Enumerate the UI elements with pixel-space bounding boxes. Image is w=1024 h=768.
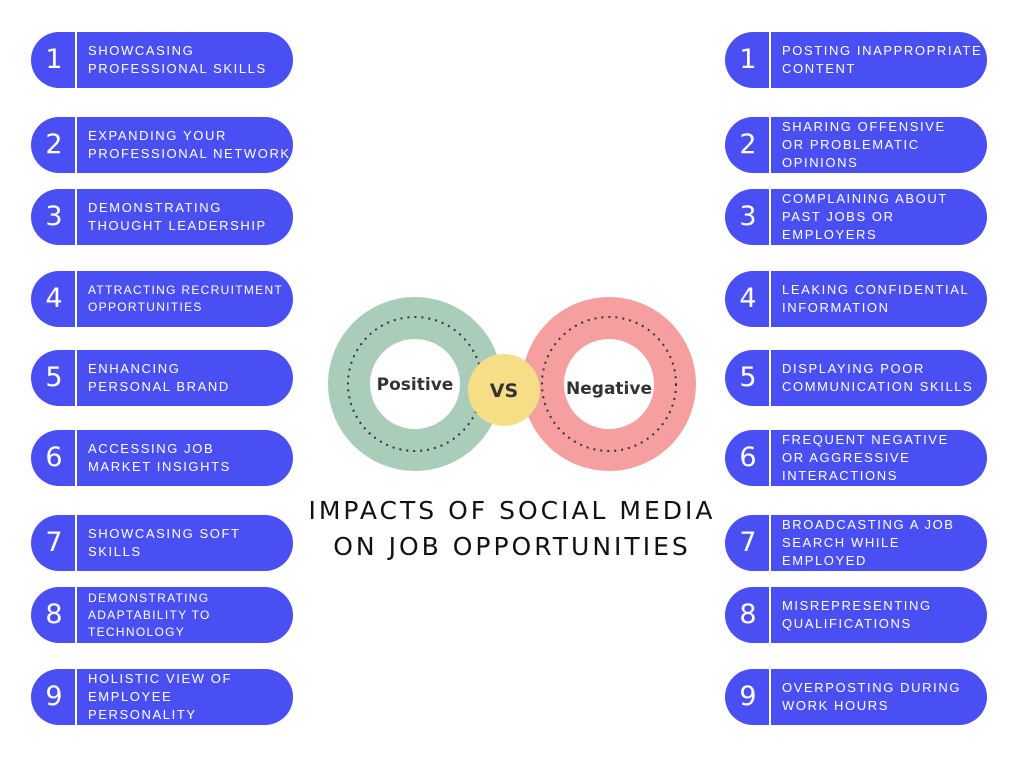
item-text: COMPLAINING ABOUT PAST JOBS OR EMPLOYERS <box>782 191 948 242</box>
positive-item-5: 5 ENHANCING PERSONAL BRAND <box>31 350 293 406</box>
pill-divider <box>769 117 771 173</box>
negative-ring-dotted-line <box>541 316 677 452</box>
item-number: 9 <box>45 681 63 712</box>
infographic-title: IMPACTS OF SOCIAL MEDIA ON JOB OPPORTUNI… <box>308 496 716 561</box>
item-text: FREQUENT NEGATIVE OR AGGRESSIVE INTERACT… <box>782 432 949 483</box>
item-number: 7 <box>45 527 63 558</box>
pill-divider <box>75 32 77 88</box>
positive-item-6: 6 ACCESSING JOB MARKET INSIGHTS <box>31 430 293 486</box>
pill-divider <box>769 669 771 725</box>
pill-divider <box>75 350 77 406</box>
item-text: ENHANCING PERSONAL BRAND <box>88 361 230 394</box>
item-text: EXPANDING YOUR PROFESSIONAL NETWORK <box>88 128 291 161</box>
pill-divider <box>75 669 77 725</box>
item-text: SHOWCASING PROFESSIONAL SKILLS <box>88 43 267 76</box>
pill-divider <box>769 271 771 327</box>
item-number: 1 <box>45 44 63 75</box>
item-number: 5 <box>45 362 63 393</box>
negative-item-8: 8 MISREPRESENTING QUALIFICATIONS <box>725 587 987 643</box>
item-number: 6 <box>45 442 63 473</box>
pill-divider <box>769 350 771 406</box>
item-number: 6 <box>739 442 757 473</box>
negative-item-4: 4 LEAKING CONFIDENTIAL INFORMATION <box>725 271 987 327</box>
item-number: 9 <box>739 681 757 712</box>
positive-vs-negative-rings: Positive Negative VS <box>328 297 696 471</box>
pill-divider <box>75 189 77 245</box>
item-number: 4 <box>45 283 63 314</box>
item-text: OVERPOSTING DURING WORK HOURS <box>782 680 962 713</box>
pill-divider <box>769 587 771 643</box>
vs-label: VS <box>490 380 518 402</box>
item-number: 2 <box>739 129 757 160</box>
positive-item-9: 9 HOLISTIC VIEW OF EMPLOYEE PERSONALITY <box>31 669 293 725</box>
item-number: 2 <box>45 129 63 160</box>
positive-label: Positive <box>377 375 454 395</box>
positive-item-1: 1 SHOWCASING PROFESSIONAL SKILLS <box>31 32 293 88</box>
pill-divider <box>75 587 77 643</box>
item-number: 8 <box>739 599 757 630</box>
item-text: DEMONSTRATING ADAPTABILITY TO TECHNOLOGY <box>88 590 211 639</box>
positive-item-4: 4 ATTRACTING RECRUITMENT OPPORTUNITIES <box>31 271 293 327</box>
item-number: 4 <box>739 283 757 314</box>
pill-divider <box>769 515 771 571</box>
item-text: DISPLAYING POOR COMMUNICATION SKILLS <box>782 361 974 394</box>
negative-item-3: 3 COMPLAINING ABOUT PAST JOBS OR EMPLOYE… <box>725 189 987 245</box>
item-number: 3 <box>45 201 63 232</box>
pill-divider <box>75 430 77 486</box>
item-number: 3 <box>739 201 757 232</box>
item-number: 7 <box>739 527 757 558</box>
item-number: 5 <box>739 362 757 393</box>
positive-item-2: 2 EXPANDING YOUR PROFESSIONAL NETWORK <box>31 117 293 173</box>
pill-divider <box>769 430 771 486</box>
vs-circle <box>468 354 540 426</box>
pill-divider <box>75 271 77 327</box>
item-number: 1 <box>739 44 757 75</box>
pill-divider <box>75 515 77 571</box>
item-text: POSTING INAPPROPRIATE CONTENT <box>782 43 983 76</box>
item-text: ATTRACTING RECRUITMENT OPPORTUNITIES <box>88 283 284 314</box>
positive-item-8: 8 DEMONSTRATING ADAPTABILITY TO TECHNOLO… <box>31 587 293 643</box>
negative-item-9: 9 OVERPOSTING DURING WORK HOURS <box>725 669 987 725</box>
negative-label: Negative <box>566 379 652 399</box>
pill-divider <box>75 117 77 173</box>
negative-item-1: 1 POSTING INAPPROPRIATE CONTENT <box>725 32 987 88</box>
item-text: SHARING OFFENSIVE OR PROBLEMATIC OPINION… <box>782 119 946 170</box>
positive-item-7: 7 SHOWCASING SOFT SKILLS <box>31 515 293 571</box>
item-text: MISREPRESENTING QUALIFICATIONS <box>782 598 932 631</box>
negative-item-6: 6 FREQUENT NEGATIVE OR AGGRESSIVE INTERA… <box>725 430 987 486</box>
pill-divider <box>769 32 771 88</box>
item-text: ACCESSING JOB MARKET INSIGHTS <box>88 441 231 474</box>
negative-item-2: 2 SHARING OFFENSIVE OR PROBLEMATIC OPINI… <box>725 117 987 173</box>
item-text: DEMONSTRATING THOUGHT LEADERSHIP <box>88 200 267 233</box>
item-text: HOLISTIC VIEW OF EMPLOYEE PERSONALITY <box>88 671 233 722</box>
item-text: SHOWCASING SOFT SKILLS <box>88 526 241 559</box>
negative-item-7: 7 BROADCASTING A JOB SEARCH WHILE EMPLOY… <box>725 515 987 571</box>
negative-item-5: 5 DISPLAYING POOR COMMUNICATION SKILLS <box>725 350 987 406</box>
item-text: BROADCASTING A JOB SEARCH WHILE EMPLOYED <box>782 517 955 568</box>
item-number: 8 <box>45 599 63 630</box>
item-text: LEAKING CONFIDENTIAL INFORMATION <box>782 282 970 315</box>
pill-divider <box>769 189 771 245</box>
positive-item-3: 3 DEMONSTRATING THOUGHT LEADERSHIP <box>31 189 293 245</box>
